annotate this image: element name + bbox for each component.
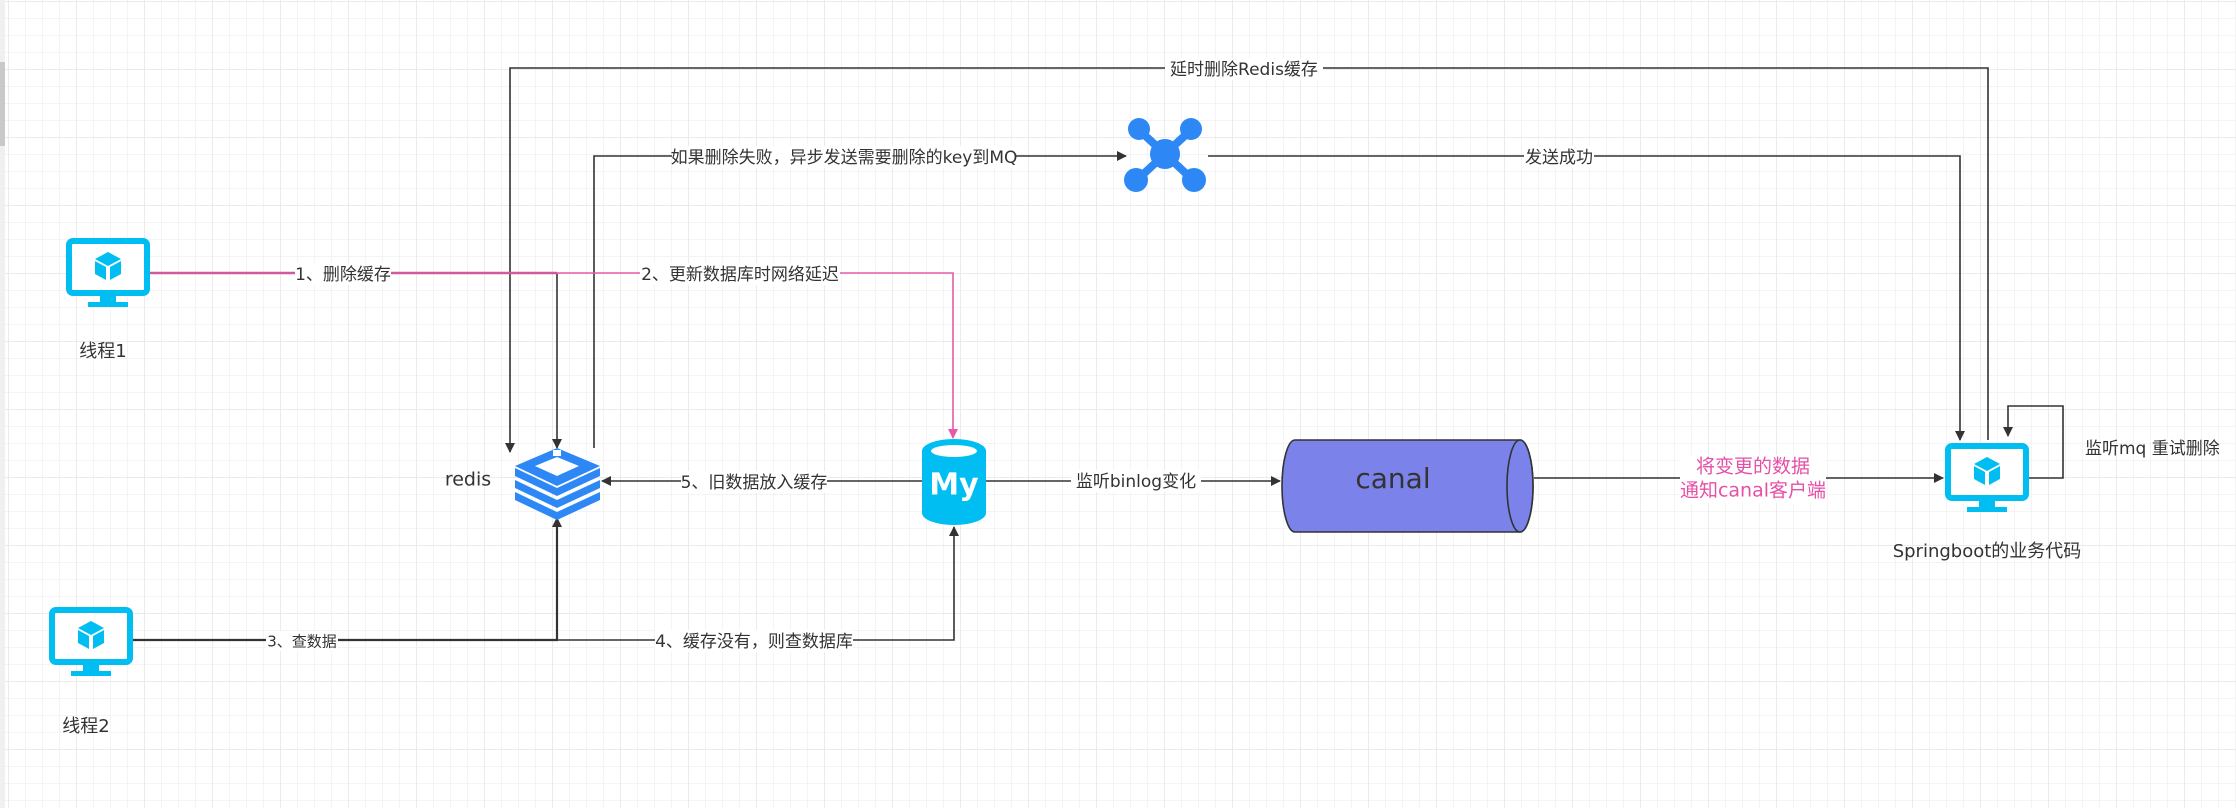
- mq-network-icon: [1124, 118, 1206, 192]
- vertical-scrollbar[interactable]: [0, 0, 5, 808]
- label-send-mq: 如果删除失败，异步发送需要删除的key到MQ: [671, 146, 1018, 168]
- label-update-db: 2、更新数据库时网络延迟: [640, 263, 840, 285]
- label-query-data-text: 3、查数据: [267, 633, 337, 651]
- label-cache-miss-text: 4、缓存没有，则查数据库: [655, 632, 853, 652]
- node-mq[interactable]: [1124, 118, 1206, 192]
- monitor-icon: [52, 610, 130, 676]
- scrollbar-thumb[interactable]: [0, 62, 5, 146]
- label-delayed-delete-text: 延时删除Redis缓存: [1170, 60, 1318, 80]
- mysql-icon: My: [922, 439, 986, 525]
- label-listen-binlog-text: 监听binlog变化: [1076, 472, 1196, 492]
- label-cache-miss: 4、缓存没有，则查数据库: [655, 630, 853, 652]
- edge-delayed-delete[interactable]: [505, 67, 1989, 453]
- label-notify-canal-line1: 将变更的数据: [1696, 456, 1810, 478]
- node-thread2-label: 线程2: [62, 716, 109, 737]
- edge-update-db[interactable]: [557, 272, 958, 439]
- node-canal[interactable]: canal: [1281, 439, 1534, 533]
- label-update-db-text: 2、更新数据库时网络延迟: [641, 265, 839, 285]
- label-delayed-delete: 延时删除Redis缓存: [1165, 58, 1323, 80]
- edge-retry-loop[interactable]: [2003, 405, 2064, 479]
- label-delete-cache-text: 1、删除缓存: [295, 265, 391, 285]
- node-thread1-label: 线程1: [79, 341, 126, 362]
- label-send-success: 发送成功: [1524, 146, 1594, 168]
- label-notify-canal-line2: 通知canal客户端: [1680, 480, 1826, 502]
- edge-send-mq[interactable]: [593, 151, 1127, 448]
- node-redis[interactable]: [515, 448, 600, 520]
- label-delete-cache: 1、删除缓存: [295, 263, 391, 285]
- label-listen-binlog: 监听binlog变化: [1071, 470, 1201, 492]
- node-mysql[interactable]: My: [922, 439, 986, 525]
- label-notify-canal: 将变更的数据 通知canal客户端: [1680, 455, 1826, 503]
- redis-icon: [515, 448, 600, 520]
- canal-cylinder-cap: [1506, 439, 1534, 533]
- node-redis-label: redis: [445, 469, 491, 491]
- monitor-icon: [1948, 446, 2026, 512]
- label-old-data-cache-text: 5、旧数据放入缓存: [681, 473, 828, 493]
- edge-query-data[interactable]: [132, 517, 562, 642]
- label-query-data: 3、查数据: [266, 631, 338, 651]
- label-old-data-cache: 5、旧数据放入缓存: [681, 471, 828, 493]
- node-springboot-label: Springboot的业务代码: [1893, 541, 2082, 562]
- edge-send-success[interactable]: [1208, 155, 1965, 441]
- label-send-success-text: 发送成功: [1525, 148, 1593, 168]
- label-send-mq-text: 如果删除失败，异步发送需要删除的key到MQ: [671, 148, 1018, 168]
- node-thread1[interactable]: [69, 241, 147, 307]
- node-springboot[interactable]: [1948, 446, 2026, 512]
- edge-cache-miss[interactable]: [557, 526, 959, 641]
- monitor-icon: [69, 241, 147, 307]
- node-thread2[interactable]: [52, 610, 130, 676]
- node-canal-label: canal: [1355, 462, 1430, 495]
- mysql-logo-text: My: [929, 468, 979, 503]
- label-retry-delete: 监听mq 重试删除: [2085, 439, 2220, 459]
